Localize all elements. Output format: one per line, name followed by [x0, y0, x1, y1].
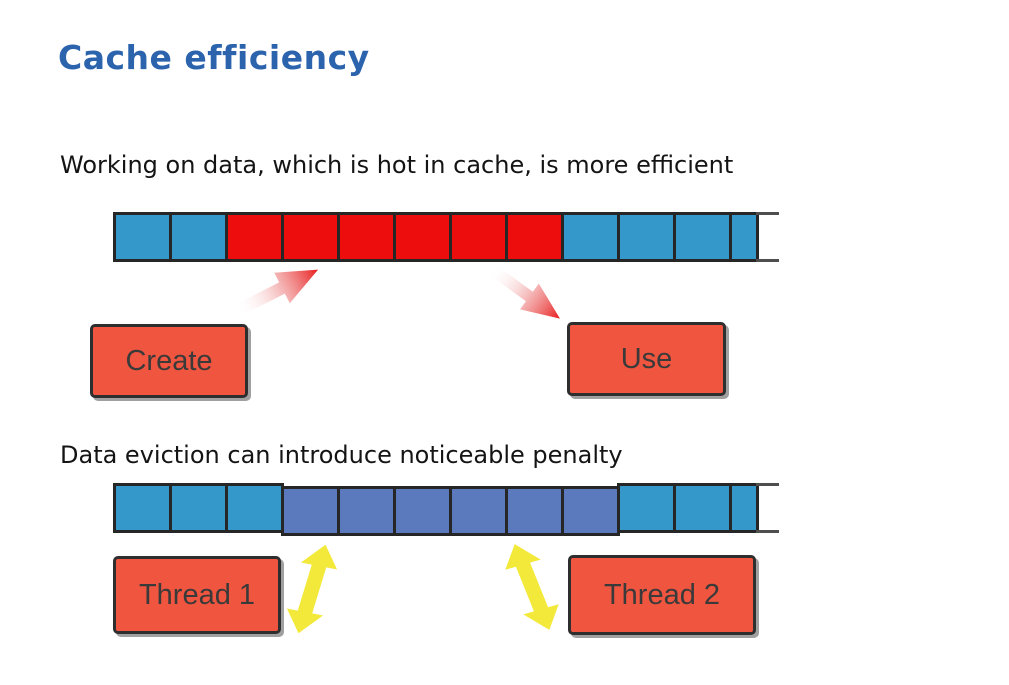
- cache-cell-red: [505, 212, 564, 262]
- cache-cell-blue: [169, 212, 228, 262]
- cache-cell-blue-narrow: [729, 483, 759, 533]
- thread1-box-label: Thread 1: [138, 578, 256, 611]
- cache-cell-blue: [113, 212, 172, 262]
- cache-cell-slate: [505, 486, 564, 536]
- cache-cell-blue: [673, 483, 732, 533]
- use-box-label: Use: [620, 342, 673, 375]
- cache-cell-red: [337, 212, 396, 262]
- thread1-box: Thread 1: [113, 556, 281, 634]
- cache-cell-slate: [337, 486, 396, 536]
- cache-cell-blue: [673, 212, 732, 262]
- cache-cell-red: [225, 212, 284, 262]
- yellow-double-arrow-icon: [273, 540, 351, 638]
- red-gradient-arrow-icon: [229, 252, 327, 328]
- yellow-double-arrow-icon: [490, 537, 575, 637]
- slide-title: Cache efficiency: [58, 38, 370, 77]
- cache-cell-red: [393, 212, 452, 262]
- cache-line-continuation: [756, 483, 779, 533]
- section2-heading: Data eviction can introduce noticeable p…: [60, 441, 623, 469]
- cache-line-2: [113, 483, 779, 536]
- cache-cell-blue: [561, 212, 620, 262]
- cache-cell-red: [449, 212, 508, 262]
- red-gradient-arrow-icon: [480, 253, 571, 335]
- cache-line-1: [113, 212, 779, 262]
- cache-cell-blue: [617, 212, 676, 262]
- section1-heading: Working on data, which is hot in cache, …: [60, 151, 734, 179]
- cache-cell-blue: [617, 483, 676, 533]
- cache-cell-slate: [393, 486, 452, 536]
- thread2-box: Thread 2: [568, 555, 756, 635]
- cache-cell-slate: [561, 486, 620, 536]
- cache-cell-slate: [449, 486, 508, 536]
- create-box-label: Create: [125, 344, 213, 377]
- create-box: Create: [90, 324, 248, 398]
- cache-cell-blue: [113, 483, 172, 533]
- thread2-box-label: Thread 2: [603, 578, 721, 611]
- use-box: Use: [567, 322, 726, 396]
- cache-cell-blue: [169, 483, 228, 533]
- cache-line-continuation: [756, 212, 779, 262]
- cache-cell-red: [281, 212, 340, 262]
- cache-cell-blue-narrow: [729, 212, 759, 262]
- cache-cell-slate: [281, 486, 340, 536]
- cache-cell-blue: [225, 483, 284, 533]
